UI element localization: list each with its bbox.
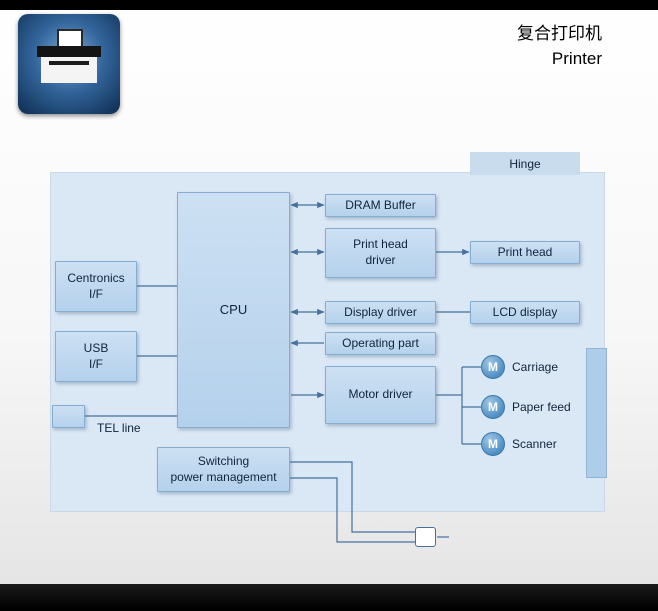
hinge-strip bbox=[586, 348, 607, 478]
motor-label-carriage: Carriage bbox=[512, 360, 559, 374]
block-switching-power: Switching power management bbox=[157, 447, 290, 492]
hinge-label: Hinge bbox=[470, 152, 580, 175]
printer-icon-top-bar bbox=[37, 46, 101, 57]
motor-icon-paper-feed: M bbox=[481, 395, 505, 419]
power-connector bbox=[415, 527, 436, 547]
block-print-head-driver: Print head driver bbox=[325, 228, 436, 278]
block-dram-buffer: DRAM Buffer bbox=[325, 194, 436, 217]
motor-symbol: M bbox=[488, 400, 498, 414]
page-title: 复合打印机 Printer bbox=[517, 22, 602, 71]
tel-line-label: TEL line bbox=[97, 421, 141, 435]
block-motor-driver: Motor driver bbox=[325, 366, 436, 424]
block-display-driver: Display driver bbox=[325, 301, 436, 324]
block-print-head: Print head bbox=[470, 241, 580, 264]
block-usb-if: USB I/F bbox=[55, 331, 137, 382]
motor-symbol: M bbox=[488, 437, 498, 451]
motor-symbol: M bbox=[488, 360, 498, 374]
motor-label-scanner: Scanner bbox=[512, 437, 557, 451]
bottom-black-bar bbox=[0, 584, 658, 611]
block-cpu: CPU bbox=[177, 192, 290, 428]
motor-label-paper-feed: Paper feed bbox=[512, 400, 571, 414]
block-operating-part: Operating part bbox=[325, 332, 436, 355]
title-chinese: 复合打印机 bbox=[517, 24, 602, 43]
printer-icon-slot bbox=[49, 61, 89, 65]
block-centronics-if: Centronics I/F bbox=[55, 261, 137, 312]
motor-icon-scanner: M bbox=[481, 432, 505, 456]
title-english: Printer bbox=[551, 48, 602, 68]
motor-icon-carriage: M bbox=[481, 355, 505, 379]
block-tel-line bbox=[52, 405, 85, 428]
printer-app-icon bbox=[18, 14, 120, 114]
top-black-bar bbox=[0, 0, 658, 10]
block-lcd-display: LCD display bbox=[470, 301, 580, 324]
